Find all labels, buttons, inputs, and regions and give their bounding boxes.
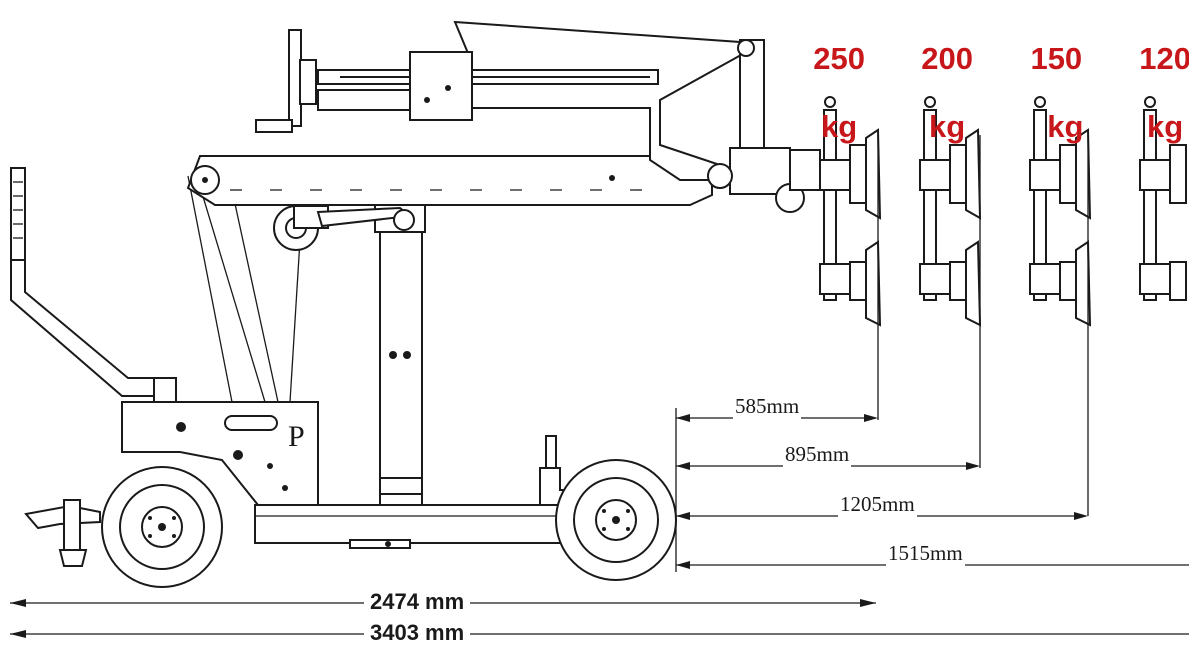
reach-label-585: 585mm [733,394,802,419]
load-unit: kg [929,109,966,144]
jack-stand [24,499,101,567]
boom-roller [273,205,415,251]
reach-label-1515: 1515mm [886,541,965,566]
reach-label-895: 895mm [783,442,852,467]
mast [374,195,426,506]
steering-handle [10,167,171,397]
main-boom [186,155,713,206]
load-weight: 200 [921,41,973,76]
load-label-120: 120 kg [1122,8,1189,144]
upper-suction-head [255,29,317,133]
load-unit: kg [1147,109,1184,144]
boom-head [707,147,821,213]
chassis-body [121,377,319,506]
load-label-200: 200 kg [904,8,973,144]
load-weight: 250 [813,41,865,76]
front-wheel [555,459,677,581]
load-unit: kg [821,109,858,144]
vacuum-frame-250 [819,96,882,327]
overall-length-label-2474: 2474 mm [364,589,471,615]
rear-wheel [101,466,223,588]
upper-jib [317,20,765,181]
load-weight: 150 [1030,41,1083,76]
load-label-150: 150 kg [1012,8,1083,144]
vacuum-frame-200 [919,96,982,327]
body-mark: P [288,420,305,453]
overall-dimension-lines [10,599,1189,638]
overall-length-label-3403: 3403 mm [364,620,471,646]
vacuum-frame-150 [1029,96,1092,327]
reach-label-1205: 1205mm [838,492,917,517]
load-weight: 120 [1139,41,1189,76]
load-unit: kg [1047,109,1084,144]
rope-lines [187,175,301,403]
load-label-250: 250 kg [796,8,865,144]
vacuum-frame-120 [1139,96,1187,301]
